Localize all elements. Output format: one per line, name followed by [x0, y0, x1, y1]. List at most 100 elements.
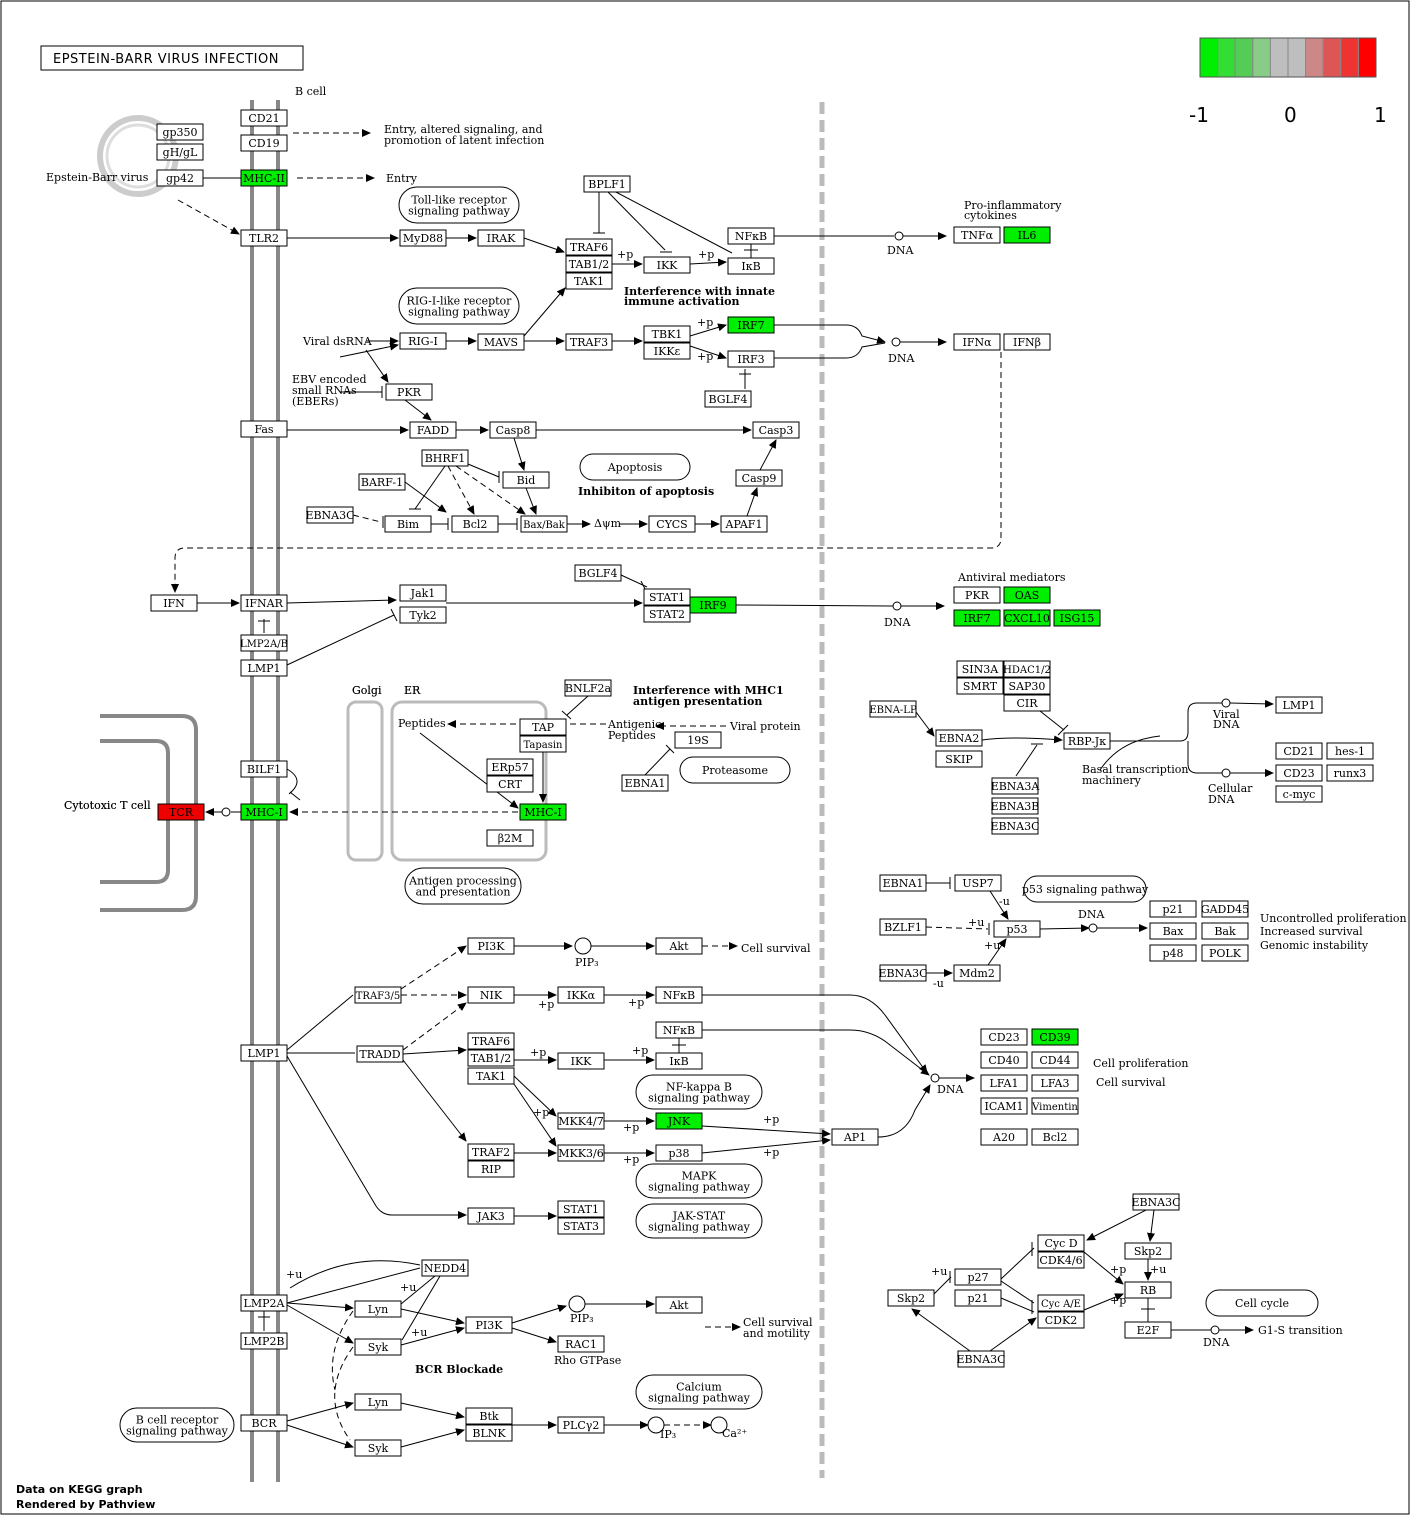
gene-box[interactable] — [1275, 696, 1323, 714]
gene-node-nfkba[interactable]: NFκB — [727, 227, 775, 245]
gene-box[interactable] — [1275, 742, 1323, 760]
gene-box[interactable] — [240, 229, 288, 247]
gene-node-ebna1b[interactable]: EBNA1 — [879, 874, 927, 892]
pathway-box[interactable] — [404, 867, 522, 905]
pathway-box[interactable] — [635, 1074, 763, 1110]
gene-node-bnlf2a[interactable]: BNLF2a — [564, 679, 612, 697]
gene-box[interactable] — [467, 1160, 515, 1178]
gene-node-mdm2[interactable]: Mdm2 — [953, 964, 1001, 982]
gene-node-cd40[interactable]: CD40 — [980, 1051, 1028, 1069]
gene-node-stat1b[interactable]: STAT1 — [557, 1200, 605, 1218]
gene-node-cd44[interactable]: CD44 — [1031, 1051, 1079, 1069]
gene-node-irf7b[interactable]: IRF7 — [953, 609, 1001, 627]
pathway-box[interactable] — [398, 186, 520, 224]
gene-box[interactable] — [1326, 764, 1374, 782]
gene-node-skip[interactable]: SKIP — [935, 750, 983, 768]
gene-node-p21b[interactable]: p21 — [954, 1289, 1002, 1307]
gene-node-irak[interactable]: IRAK — [477, 229, 525, 247]
gene-box[interactable] — [157, 803, 205, 821]
gene-box[interactable] — [557, 1335, 605, 1353]
gene-box[interactable] — [980, 1051, 1028, 1069]
gene-box[interactable] — [1003, 660, 1051, 678]
gene-box[interactable] — [519, 803, 567, 821]
gene-node-rbpjk[interactable]: RBP-Jκ — [1063, 732, 1111, 750]
gene-box[interactable] — [887, 1289, 935, 1307]
gene-node-bzlf1[interactable]: BZLF1 — [879, 918, 927, 936]
gene-box[interactable] — [156, 143, 204, 161]
gene-node-hdac12[interactable]: HDAC1/2 — [1003, 660, 1051, 678]
gene-box[interactable] — [752, 421, 800, 439]
gene-box[interactable] — [980, 1128, 1028, 1146]
gene-box[interactable] — [643, 605, 691, 623]
gene-box[interactable] — [399, 229, 447, 247]
gene-node-irf3[interactable]: IRF3 — [727, 350, 775, 368]
gene-box[interactable] — [980, 1074, 1028, 1092]
gene-box[interactable] — [643, 256, 691, 274]
gene-node-tab12a[interactable]: TAB1/2 — [565, 255, 613, 273]
gene-node-tnfa[interactable]: TNFα — [953, 226, 1001, 244]
gene-node-ebna3cd[interactable]: EBNA3C — [1131, 1193, 1181, 1211]
gene-node-rigi[interactable]: RIG-I — [399, 332, 447, 350]
gene-box[interactable] — [240, 803, 288, 821]
gene-node-ebnalp[interactable]: EBNA-LP — [869, 700, 917, 718]
gene-box[interactable] — [956, 677, 1004, 695]
gene-box[interactable] — [240, 420, 288, 438]
gene-node-il6[interactable]: IL6 — [1003, 226, 1051, 244]
gene-node-crt[interactable]: CRT — [486, 775, 534, 793]
gene-node-bcl2b[interactable]: Bcl2 — [1031, 1128, 1079, 1146]
gene-node-runx3[interactable]: runx3 — [1326, 764, 1374, 782]
gene-box[interactable] — [1031, 1051, 1079, 1069]
gene-box[interactable] — [467, 1032, 515, 1050]
gene-box[interactable] — [935, 750, 983, 768]
gene-node-polk[interactable]: POLK — [1201, 944, 1249, 962]
gene-box[interactable] — [467, 1067, 515, 1085]
gene-node-akta[interactable]: Akt — [655, 937, 703, 955]
gene-box[interactable] — [1003, 333, 1051, 351]
gene-node-rip[interactable]: RIP — [467, 1160, 515, 1178]
gene-box[interactable] — [409, 421, 457, 439]
gene-node-icam1[interactable]: ICAM1 — [980, 1097, 1028, 1115]
gene-box[interactable] — [477, 333, 525, 351]
gene-box[interactable] — [467, 1143, 515, 1161]
gene-node-ikke[interactable]: IKKε — [643, 342, 691, 360]
gene-box[interactable] — [991, 817, 1039, 835]
gene-node-mhc1a[interactable]: MHC-I — [240, 803, 288, 821]
gene-node-nedd4[interactable]: NEDD4 — [421, 1259, 469, 1277]
pathway-box[interactable] — [398, 287, 520, 325]
gene-node-tyk2[interactable]: Tyk2 — [399, 606, 447, 624]
gene-node-cd23c[interactable]: CD23 — [980, 1028, 1028, 1046]
gene-node-cd19[interactable]: CD19 — [240, 134, 288, 152]
gene-box[interactable] — [421, 449, 469, 467]
gene-node-stat1a[interactable]: STAT1 — [643, 588, 691, 606]
gene-box[interactable] — [467, 1207, 515, 1225]
gene-box[interactable] — [953, 609, 1001, 627]
gene-node-traf6a[interactable]: TRAF6 — [565, 238, 613, 256]
pathway-link-cellcycle[interactable]: Cell cycle — [1205, 1289, 1319, 1317]
gene-node-ifnar[interactable]: IFNAR — [240, 594, 288, 612]
gene-node-bax[interactable]: Bax — [1149, 922, 1197, 940]
gene-box[interactable] — [655, 1021, 703, 1039]
gene-box[interactable] — [655, 1296, 703, 1314]
gene-node-p38[interactable]: p38 — [655, 1144, 703, 1162]
gene-node-rac1[interactable]: RAC1 — [557, 1335, 605, 1353]
gene-box[interactable] — [1037, 1234, 1085, 1252]
gene-box[interactable] — [354, 986, 402, 1004]
gene-node-nfkbb[interactable]: NFκB — [655, 986, 703, 1004]
gene-box[interactable] — [399, 584, 447, 602]
gene-box[interactable] — [1031, 1097, 1079, 1115]
pathway-box[interactable] — [579, 453, 691, 481]
gene-box[interactable] — [385, 383, 433, 401]
gene-box[interactable] — [557, 1416, 605, 1434]
gene-node-blnk[interactable]: BLNK — [465, 1424, 513, 1442]
gene-box[interactable] — [240, 760, 288, 778]
pathway-box[interactable] — [635, 1163, 763, 1199]
gene-node-lmp1c[interactable]: LMP1 — [240, 1044, 288, 1062]
gene-box[interactable] — [643, 342, 691, 360]
gene-box[interactable] — [356, 1045, 404, 1063]
gene-box[interactable] — [519, 735, 567, 753]
gene-box[interactable] — [1275, 785, 1323, 803]
gene-node-ebna2[interactable]: EBNA2 — [935, 729, 983, 747]
gene-box[interactable] — [1326, 742, 1374, 760]
